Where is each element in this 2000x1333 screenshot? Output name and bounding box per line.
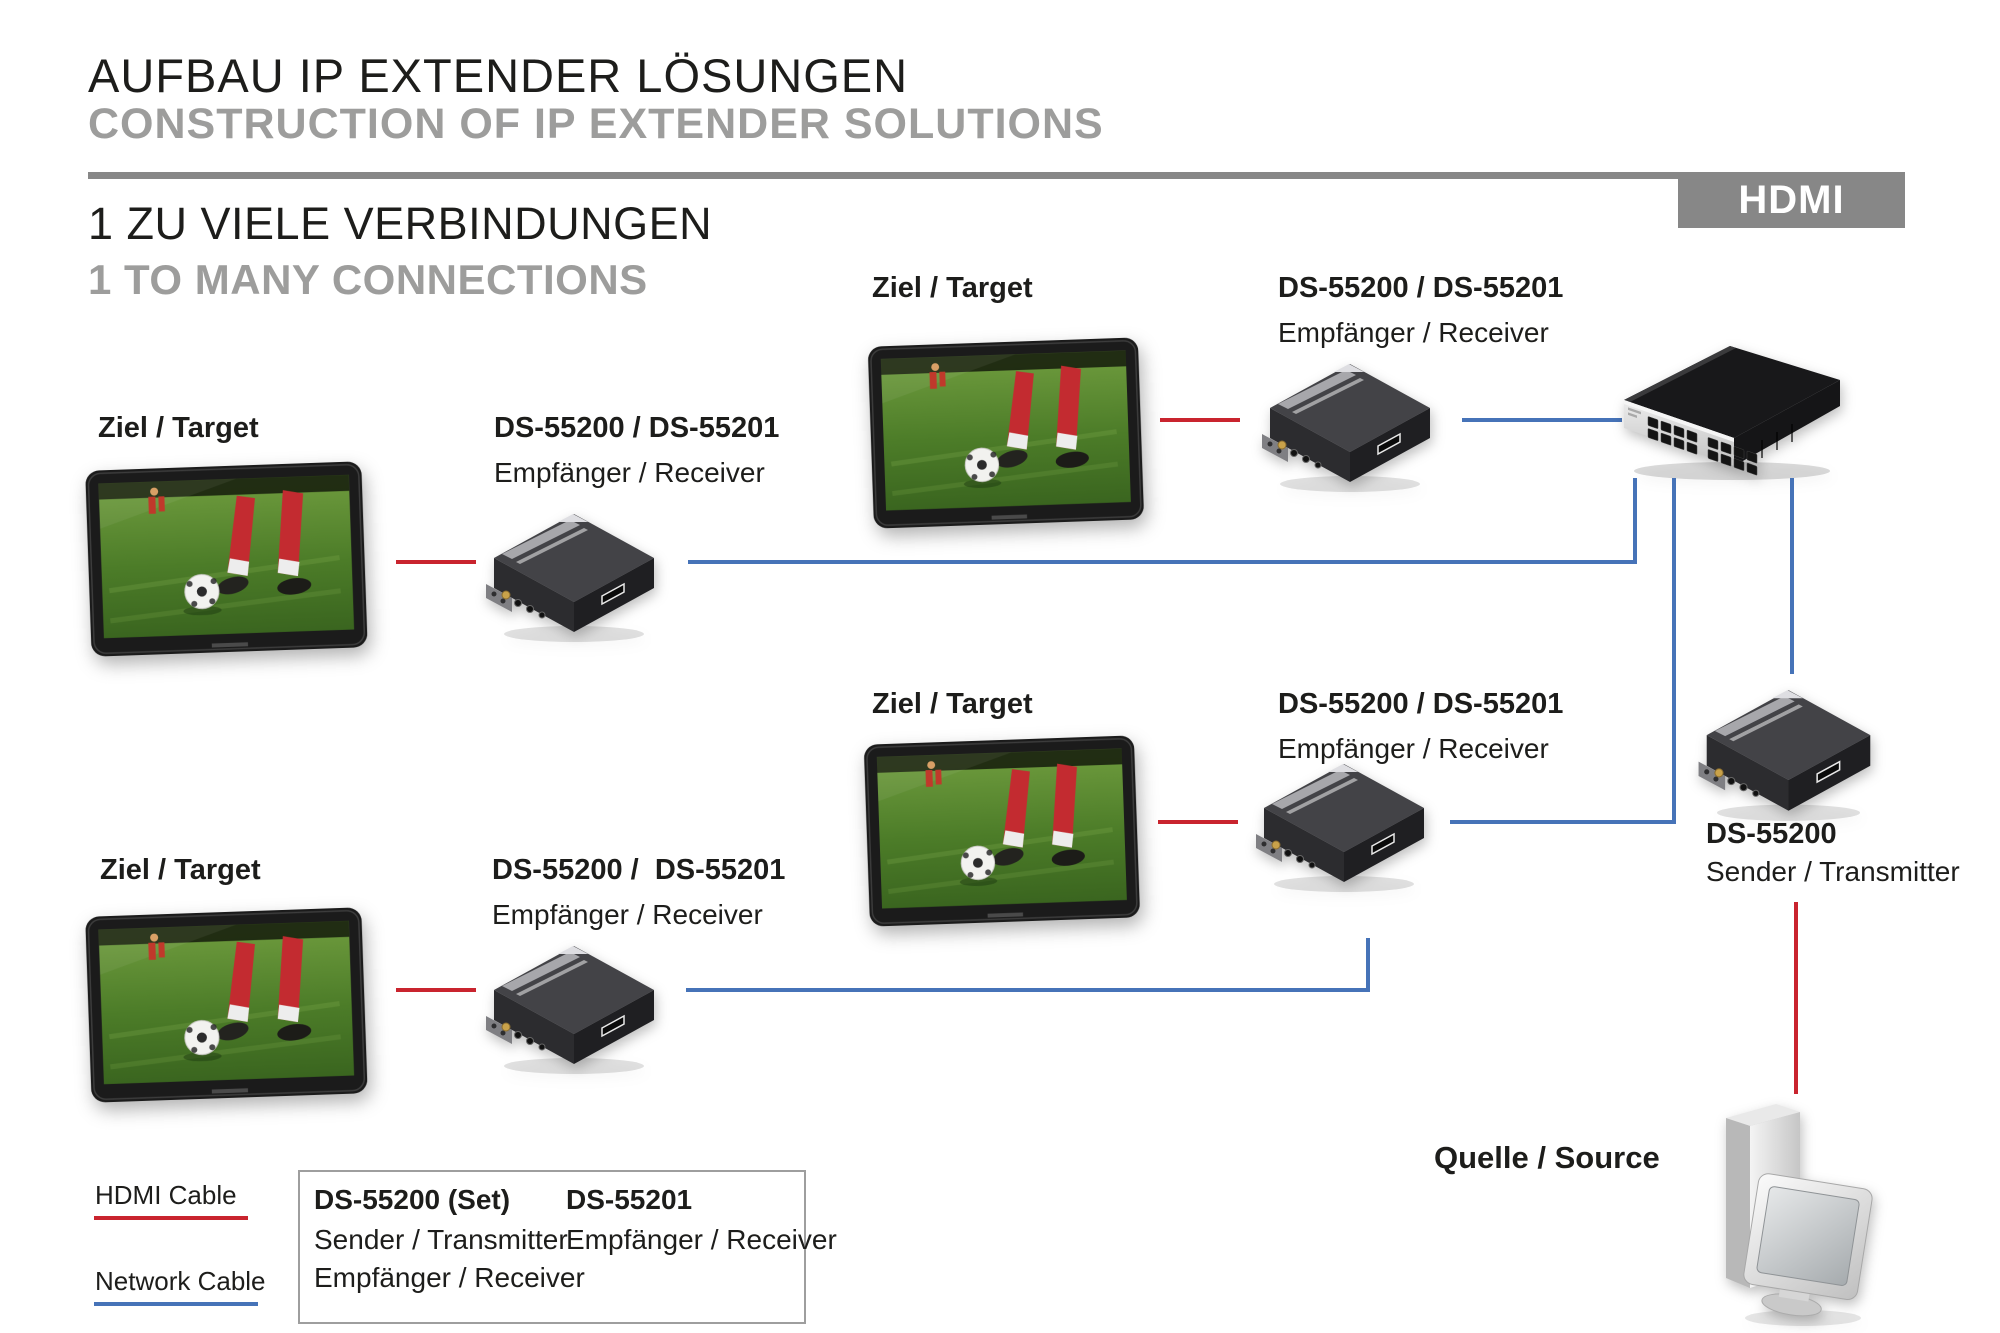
receiver-role-label-c: Empfänger / Receiver [1278, 733, 1549, 764]
monitor-target-a [867, 337, 1145, 533]
source-computer [1688, 1092, 1888, 1332]
transmitter-model-label: DS-55200 [1706, 818, 1837, 850]
legend-unit-line1: Empfänger / Receiver [566, 1224, 837, 1255]
legend-set-title: DS-55200 (Set) [314, 1184, 511, 1215]
hdmi-cable-line-a [1160, 418, 1240, 422]
page-title-en: CONSTRUCTION OF IP EXTENDER SOLUTIONS [88, 100, 1104, 148]
target-label-d: Ziel / Target [100, 854, 261, 886]
receiver-role-label-a: Empfänger / Receiver [1278, 317, 1549, 348]
receiver-model-label-a: DS-55200 / DS-55201 [1278, 272, 1564, 304]
receiver-model-label-c: DS-55200 / DS-55201 [1278, 688, 1564, 720]
network-cable-line-a [1462, 418, 1622, 422]
network-cable-line-transmitter [1790, 478, 1794, 674]
receiver-model-label-b: DS-55200 / DS-55201 [494, 412, 780, 444]
legend-set-line1: Sender / Transmitter [314, 1224, 568, 1255]
transmitter-device [1698, 686, 1878, 829]
receiver-device-a [1262, 360, 1437, 500]
legend-hdmi-cable-swatch [94, 1216, 248, 1220]
target-label-b: Ziel / Target [98, 412, 259, 444]
switch-device [1612, 336, 1852, 491]
target-label-a: Ziel / Target [872, 272, 1033, 304]
monitor-target-b [85, 461, 368, 662]
page-title-de: AUFBAU IP EXTENDER LÖSUNGEN [88, 49, 909, 102]
target-label-c: Ziel / Target [872, 688, 1033, 720]
transmitter-role-label: Sender / Transmitter [1706, 856, 1960, 887]
legend-box [298, 1170, 806, 1324]
hdmi-cable-line-c [1158, 820, 1238, 824]
hdmi-badge: HDMI [1678, 172, 1905, 228]
legend-network-cable-label: Network Cable [95, 1266, 266, 1296]
section-heading-en: 1 TO MANY CONNECTIONS [88, 256, 648, 303]
receiver-model-label-d: DS-55200 / DS-55201 [492, 854, 786, 886]
divider-rule [88, 172, 1678, 179]
legend-hdmi-cable-label: HDMI Cable [95, 1180, 237, 1210]
receiver-device-c [1256, 760, 1431, 900]
legend-network-cable-swatch [94, 1302, 258, 1306]
receiver-device-b [486, 510, 661, 650]
receiver-role-label-b: Empfänger / Receiver [494, 457, 765, 488]
hdmi-badge-label: HDMI [1738, 177, 1845, 222]
hdmi-cable-line-d [396, 988, 476, 992]
section-heading-de: 1 ZU VIELE VERBINDUNGEN [88, 198, 713, 249]
hdmi-cable-line-b [396, 560, 476, 564]
legend-unit-title: DS-55201 [566, 1184, 693, 1215]
source-label: Quelle / Source [1434, 1140, 1660, 1175]
network-cable-line-c [1450, 820, 1676, 824]
hdmi-cable-line-source [1794, 902, 1798, 1094]
network-cable-line-b-drop [1633, 478, 1637, 564]
network-cable-line-d-riser [1366, 938, 1370, 992]
monitor-target-c [863, 735, 1141, 931]
network-cable-line-b [688, 560, 1637, 564]
monitor-target-d [85, 907, 368, 1108]
receiver-role-label-d: Empfänger / Receiver [492, 899, 763, 930]
network-cable-line-d [686, 988, 1370, 992]
legend-set-line2: Empfänger / Receiver [314, 1262, 585, 1293]
network-cable-line-c-drop [1672, 478, 1676, 824]
receiver-device-d [486, 942, 661, 1082]
